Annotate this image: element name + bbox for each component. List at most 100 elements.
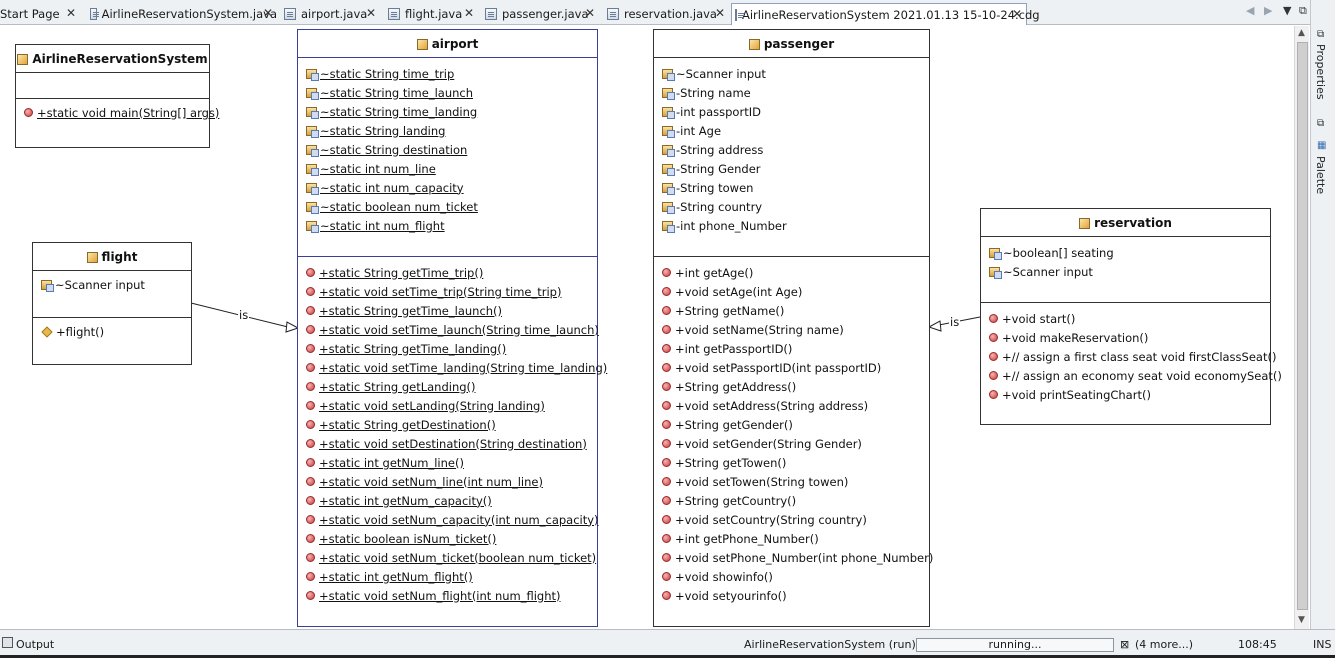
- method-item[interactable]: +static void main(String[] args): [16, 103, 219, 122]
- attribute-item[interactable]: ~Scanner input: [33, 275, 191, 294]
- attribute-item[interactable]: ~static String destination: [298, 140, 597, 159]
- method-item[interactable]: +void setPhone_Number(int phone_Number): [654, 548, 933, 567]
- maximize-icon[interactable]: ⧉: [1299, 4, 1307, 17]
- method-item[interactable]: +// assign a first class seat void first…: [981, 347, 1276, 366]
- output-tab[interactable]: Output: [16, 638, 55, 651]
- close-icon[interactable]: ✕: [262, 6, 273, 20]
- close-icon[interactable]: ✕: [1011, 7, 1022, 21]
- method-item[interactable]: +static void setDestination(String desti…: [298, 434, 597, 453]
- class-box-reservation[interactable]: reservation ~boolean[] seating~Scanner i…: [980, 208, 1282, 425]
- method-item[interactable]: +static String getTime_landing(): [298, 339, 597, 358]
- restore-window-icon[interactable]: ⧉: [1317, 118, 1325, 129]
- scroll-tabs-left-icon[interactable]: ◀: [1246, 4, 1255, 17]
- method-item[interactable]: +static void setLanding(String landing): [298, 396, 597, 415]
- attribute-item[interactable]: ~static int num_line: [298, 159, 597, 178]
- tab-flight-java[interactable]: flight.java ✕: [384, 3, 478, 25]
- method-item[interactable]: +void showinfo(): [654, 567, 929, 586]
- attribute-item[interactable]: -String towen: [654, 178, 929, 197]
- attribute-item[interactable]: ~static String time_launch: [298, 83, 597, 102]
- method-item[interactable]: +void setName(String name): [654, 320, 929, 339]
- method-item[interactable]: +String getAddress(): [654, 377, 929, 396]
- more-processes-link[interactable]: (4 more...): [1135, 638, 1194, 651]
- method-item[interactable]: +static void setNum_line(int num_line): [298, 472, 597, 491]
- method-item[interactable]: +// assign an economy seat void economyS…: [981, 366, 1282, 385]
- tab-airlinereservationsystem-java[interactable]: AirlineReservationSystem.java ✕: [86, 3, 277, 25]
- close-icon[interactable]: ✕: [584, 6, 595, 20]
- close-icon[interactable]: ✕: [463, 6, 474, 20]
- constructor-item[interactable]: +flight(): [33, 322, 191, 341]
- attribute-item[interactable]: -String address: [654, 140, 929, 159]
- method-item[interactable]: +static String getDestination(): [298, 415, 597, 434]
- scrollbar-thumb[interactable]: [1297, 42, 1308, 610]
- close-icon[interactable]: ✕: [714, 6, 725, 20]
- method-item[interactable]: +int getPhone_Number(): [654, 529, 929, 548]
- tab-list-dropdown-icon[interactable]: ▼: [1283, 4, 1292, 17]
- scroll-down-icon[interactable]: ▼: [1298, 615, 1305, 625]
- attribute-item[interactable]: ~boolean[] seating: [981, 243, 1270, 262]
- method-item[interactable]: +void makeReservation(): [981, 328, 1270, 347]
- method-item[interactable]: +void start(): [981, 309, 1270, 328]
- class-box-airlinereservationsystem[interactable]: AirlineReservationSystem +static void ma…: [15, 44, 219, 148]
- attribute-item[interactable]: ~static boolean num_ticket: [298, 197, 597, 216]
- attribute-item[interactable]: ~static String time_landing: [298, 102, 597, 121]
- method-item[interactable]: +static int getNum_flight(): [298, 567, 597, 586]
- attribute-item[interactable]: ~static String landing: [298, 121, 597, 140]
- method-item[interactable]: +String getName(): [654, 301, 929, 320]
- cancel-process-icon[interactable]: ⊠: [1120, 638, 1130, 651]
- class-box-passenger[interactable]: passenger ~Scanner input-String name-int…: [653, 29, 933, 627]
- vertical-scrollbar[interactable]: ▲ ▼: [1294, 26, 1309, 629]
- tab-start-page[interactable]: Start Page ✕: [0, 3, 80, 25]
- method-item[interactable]: +static int getNum_capacity(): [298, 491, 597, 510]
- attribute-item[interactable]: -String name: [654, 83, 929, 102]
- method-item[interactable]: +void setGender(String Gender): [654, 434, 929, 453]
- method-item[interactable]: +static String getLanding(): [298, 377, 597, 396]
- scroll-tabs-right-icon[interactable]: ▶: [1264, 4, 1273, 17]
- attribute-item[interactable]: -String country: [654, 197, 929, 216]
- progress-bar[interactable]: running...: [916, 638, 1114, 652]
- method-item[interactable]: +void setAddress(String address): [654, 396, 929, 415]
- method-item[interactable]: +void setCountry(String country): [654, 510, 929, 529]
- method-item[interactable]: +void setPassportID(int passportID): [654, 358, 929, 377]
- tab-reservation-java[interactable]: reservation.java ✕: [603, 3, 729, 25]
- restore-window-icon[interactable]: ⧉: [1317, 29, 1325, 40]
- class-diagram-canvas[interactable]: is is AirlineReservationSystem +static v…: [0, 26, 1294, 629]
- method-item[interactable]: +static boolean isNum_ticket(): [298, 529, 597, 548]
- method-item[interactable]: +void printSeatingChart(): [981, 385, 1270, 404]
- method-item[interactable]: +static void setTime_trip(String time_tr…: [298, 282, 597, 301]
- method-item[interactable]: +int getAge(): [654, 263, 929, 282]
- attribute-item[interactable]: -String Gender: [654, 159, 929, 178]
- tab-class-diagram[interactable]: AirlineReservationSystem 2021.01.13 15-1…: [731, 3, 1040, 25]
- close-icon[interactable]: ✕: [65, 6, 76, 20]
- method-item[interactable]: +String getCountry(): [654, 491, 929, 510]
- palette-icon[interactable]: ▦: [1317, 140, 1327, 151]
- method-item[interactable]: +static void setTime_landing(String time…: [298, 358, 607, 377]
- tab-airport-java[interactable]: airport.java ✕: [280, 3, 380, 25]
- method-item[interactable]: +String getTowen(): [654, 453, 929, 472]
- attribute-item[interactable]: ~static int num_flight: [298, 216, 597, 235]
- method-item[interactable]: +static String getTime_launch(): [298, 301, 597, 320]
- method-item[interactable]: +static int getNum_line(): [298, 453, 597, 472]
- method-item[interactable]: +static void setNum_flight(int num_fligh…: [298, 586, 597, 605]
- attribute-item[interactable]: ~Scanner input: [981, 262, 1270, 281]
- method-item[interactable]: +static void setNum_capacity(int num_cap…: [298, 510, 599, 529]
- method-item[interactable]: +void setTowen(String towen): [654, 472, 929, 491]
- method-item[interactable]: +static String getTime_trip(): [298, 263, 597, 282]
- attribute-item[interactable]: -int Age: [654, 121, 929, 140]
- close-icon[interactable]: ✕: [365, 6, 376, 20]
- attribute-item[interactable]: ~static String time_trip: [298, 64, 597, 83]
- method-item[interactable]: +String getGender(): [654, 415, 929, 434]
- palette-panel-tab[interactable]: Palette: [1314, 156, 1327, 195]
- attribute-item[interactable]: -int phone_Number: [654, 216, 929, 235]
- method-item[interactable]: +void setAge(int Age): [654, 282, 929, 301]
- method-item[interactable]: +static void setTime_launch(String time_…: [298, 320, 599, 339]
- attribute-item[interactable]: ~Scanner input: [654, 64, 929, 83]
- tab-passenger-java[interactable]: passenger.java ✕: [481, 3, 599, 25]
- class-box-airport[interactable]: airport ~static String time_trip~static …: [297, 29, 607, 627]
- properties-panel-tab[interactable]: Properties: [1314, 44, 1327, 100]
- method-item[interactable]: +int getPassportID(): [654, 339, 929, 358]
- method-item[interactable]: +void setyourinfo(): [654, 586, 929, 605]
- scroll-up-icon[interactable]: ▲: [1298, 28, 1305, 38]
- attribute-item[interactable]: -int passportID: [654, 102, 929, 121]
- attribute-item[interactable]: ~static int num_capacity: [298, 178, 597, 197]
- class-box-flight[interactable]: flight ~Scanner input +flight(): [32, 242, 192, 365]
